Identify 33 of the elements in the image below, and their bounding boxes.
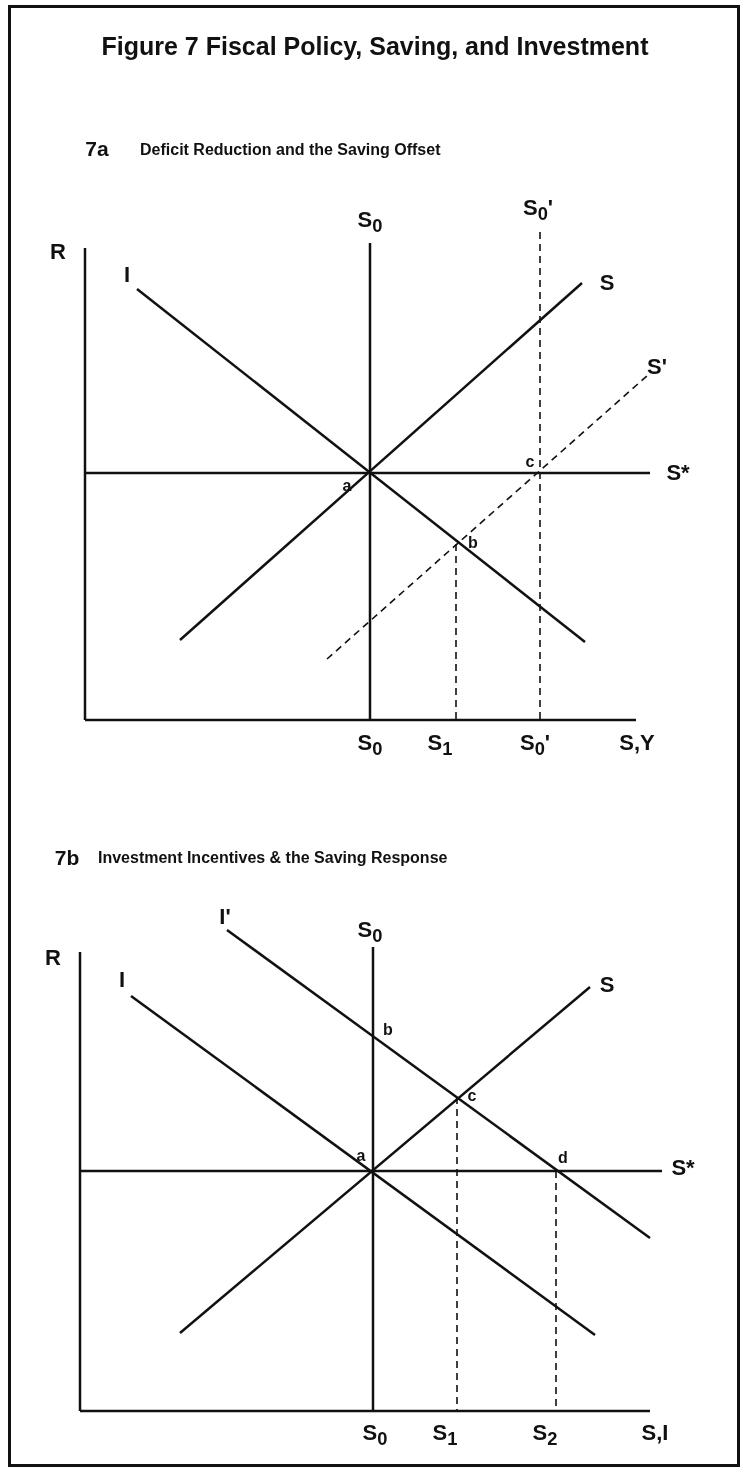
curve-label: I' xyxy=(219,906,231,928)
axis-tick-label: S$_{2}$ xyxy=(532,1421,558,1449)
panel-label: 7a xyxy=(85,137,109,159)
axis-label: R xyxy=(45,947,61,969)
axis-tick-label: S$_{0}$' xyxy=(519,731,551,759)
panel-label: 7b xyxy=(54,846,80,868)
axis-title: S,Y xyxy=(619,732,655,754)
curve-label: I xyxy=(118,969,126,991)
point-label: d xyxy=(558,1150,568,1166)
axis-tick-label: S$_{0}$ xyxy=(357,731,383,759)
axis-tick-label: S$_{1}$ xyxy=(427,731,453,759)
panel-title: Investment Incentives & the Saving Response xyxy=(98,850,448,866)
axis-tick-label: S$_{1}$ xyxy=(432,1421,458,1449)
point-label: b xyxy=(383,1022,393,1038)
curve-label: I xyxy=(123,264,131,286)
panel-title: Deficit Reduction and the Saving Offset xyxy=(140,142,441,158)
curve-label: S$_{0}$ xyxy=(357,208,383,236)
point-label: a xyxy=(342,478,352,494)
curve-label: S$_{0}$' xyxy=(522,196,554,224)
curve-label: S* xyxy=(671,1157,695,1179)
figure-title: Figure 7 Fiscal Policy, Saving, and Investment xyxy=(101,33,649,59)
point-label: c xyxy=(525,454,535,470)
axis-title: S,I xyxy=(641,1422,669,1444)
curve-label: S xyxy=(599,974,615,996)
curve-label: S' xyxy=(647,356,667,378)
axis-label: R xyxy=(50,241,66,263)
point-label: c xyxy=(467,1088,477,1104)
point-label: b xyxy=(468,535,478,551)
curve-label: S* xyxy=(666,462,690,484)
curve-label: S xyxy=(599,272,615,294)
point-label: a xyxy=(356,1148,366,1164)
axis-tick-label: S$_{0}$ xyxy=(362,1421,388,1449)
curve-label: S$_{0}$ xyxy=(357,918,383,946)
